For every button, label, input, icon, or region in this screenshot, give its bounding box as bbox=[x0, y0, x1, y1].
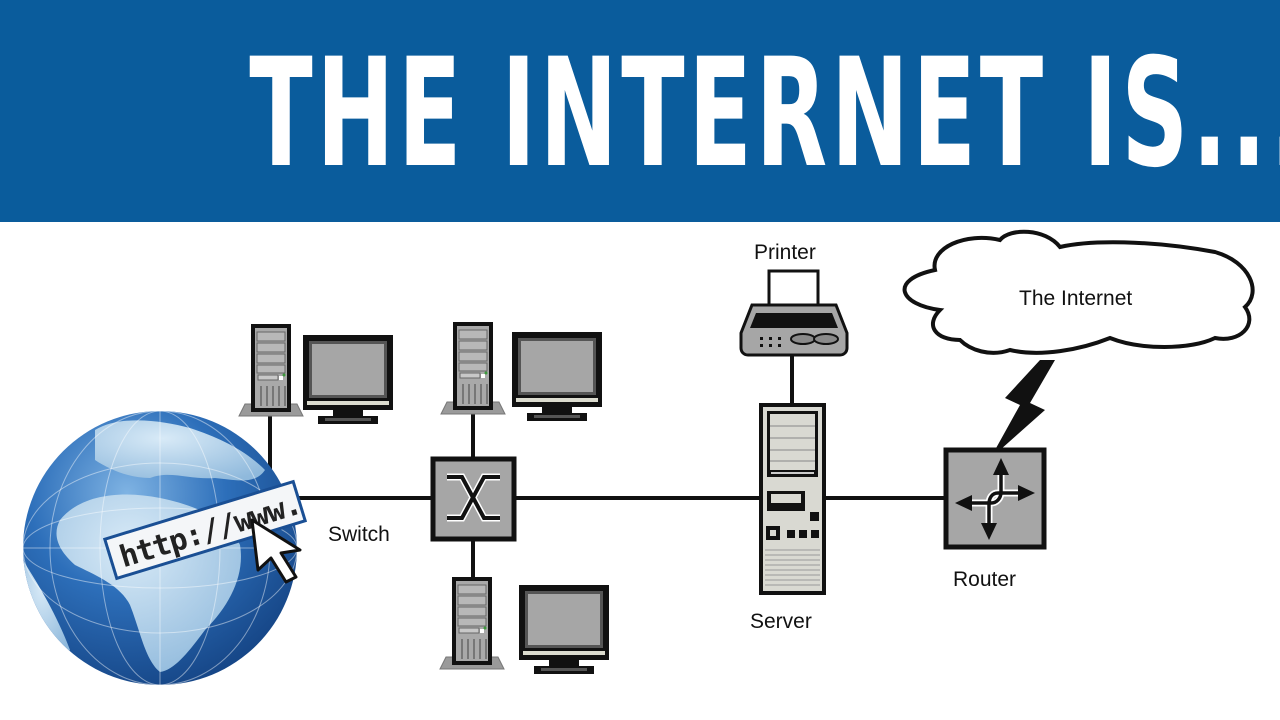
connection-lines bbox=[268, 354, 946, 580]
desktop-tower-icon bbox=[439, 576, 505, 670]
desktop-tower-icon bbox=[440, 321, 506, 415]
printer-label: Printer bbox=[754, 241, 816, 264]
router-label: Router bbox=[953, 568, 1016, 591]
switch-icon bbox=[430, 456, 517, 542]
printer-icon bbox=[739, 269, 849, 357]
globe-land-americas bbox=[23, 560, 70, 653]
workstation-left bbox=[238, 323, 393, 424]
globe-icon: http://www. bbox=[23, 411, 308, 685]
workstation-bottom bbox=[439, 576, 609, 674]
monitor-icon bbox=[512, 332, 602, 421]
cursor-arrow-icon bbox=[250, 518, 302, 584]
desktop-tower-icon bbox=[238, 323, 304, 417]
server-icon bbox=[759, 403, 826, 595]
router-icon bbox=[943, 447, 1047, 550]
cloud-label: The Internet bbox=[1019, 287, 1132, 310]
globe-land-europe bbox=[95, 420, 265, 481]
cloud-icon bbox=[902, 229, 1255, 355]
workstation-top bbox=[440, 321, 602, 421]
monitor-icon bbox=[519, 585, 609, 674]
title-banner: THE INTERNET IS... bbox=[0, 0, 1280, 222]
monitor-icon bbox=[303, 335, 393, 424]
switch-label: Switch bbox=[328, 523, 390, 546]
lightning-bolt-icon bbox=[995, 360, 1055, 450]
server-label: Server bbox=[750, 610, 812, 633]
